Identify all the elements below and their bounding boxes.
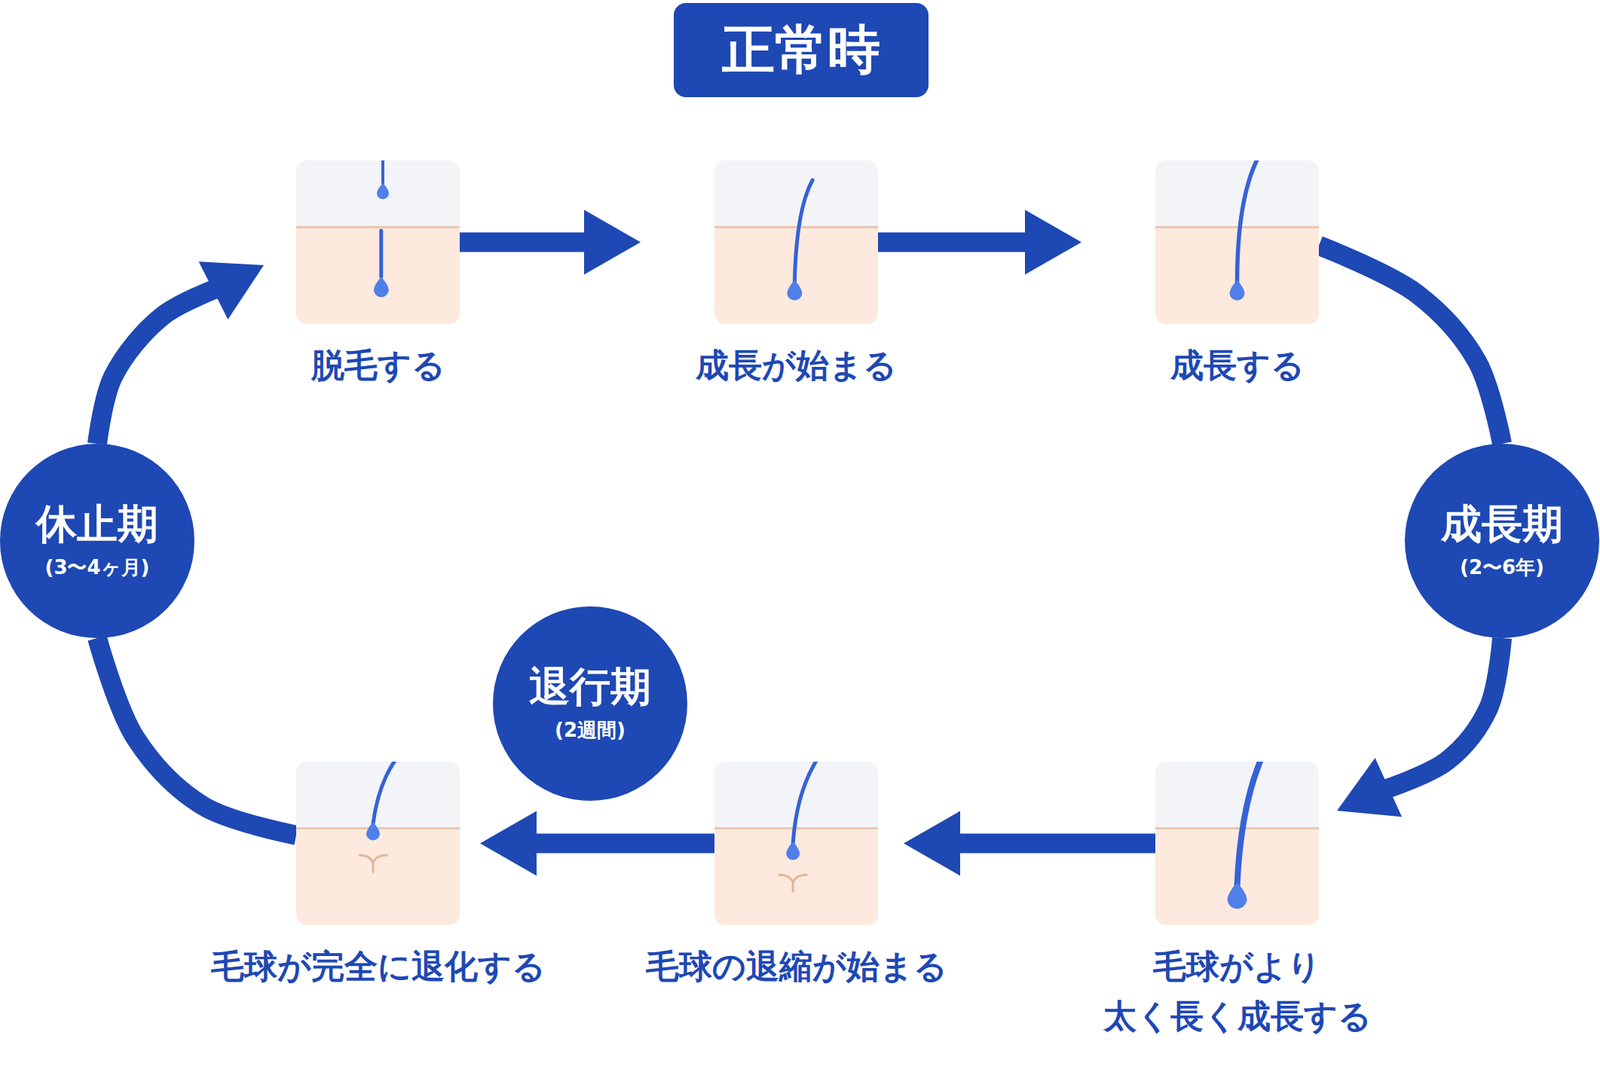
- dermal-papilla: [359, 855, 387, 872]
- arrow-head: [903, 811, 961, 877]
- arrow-head: [584, 210, 641, 276]
- caption: 脱毛する: [152, 340, 605, 391]
- caption: 成長が始まる: [570, 340, 1023, 391]
- hair-shaft: [794, 180, 813, 284]
- caption: 毛球がより 太く長く成長する: [1079, 942, 1396, 1042]
- phase-name: 休止期: [36, 500, 159, 550]
- hair-shaft: [379, 230, 383, 277]
- stage-label: 成長する: [1011, 340, 1464, 391]
- stage-label: 成長が始まる: [570, 340, 1023, 391]
- hair-illustration: [714, 761, 879, 926]
- hair-illustration: [1155, 160, 1319, 325]
- hair-illustration: [296, 160, 460, 325]
- hair-bulb: [1227, 882, 1248, 909]
- stage-label: 毛球が完全に退化する: [152, 942, 605, 992]
- cycle-arrow: [97, 261, 264, 444]
- stage-box: 毛球の退縮が始まる: [714, 761, 879, 926]
- stage-label: 毛球の退縮が始まる: [570, 942, 1023, 992]
- hair-shaft: [1237, 160, 1258, 284]
- hair-shaft: [1237, 761, 1261, 887]
- cycle-arrow: [1336, 638, 1503, 817]
- phase-circle: 成長期 (2〜6年): [1404, 443, 1600, 639]
- hair-bulb: [1229, 280, 1246, 301]
- stage-box: 脱毛する: [296, 160, 460, 325]
- arrow-shaft: [528, 834, 715, 854]
- phase-circle: 休止期 (3〜4ヶ月): [0, 443, 195, 639]
- hair-bulb: [376, 183, 389, 200]
- stage-label: 脱毛する: [152, 340, 605, 391]
- arrow-head: [1336, 758, 1402, 817]
- cycle-arrow: [878, 210, 1082, 276]
- stage-box: 成長が始まる: [714, 160, 879, 325]
- hair-bulb: [786, 280, 802, 301]
- title: 正常時: [721, 15, 881, 86]
- stage-box: 毛球が完全に退化する: [296, 761, 460, 926]
- phase-duration: (3〜4ヶ月): [45, 553, 150, 582]
- cycle-arrow: [1318, 245, 1503, 444]
- stage-box: 毛球がより 太く長く成長する: [1155, 761, 1319, 926]
- phase-duration: (2週間): [554, 716, 626, 744]
- stage-label: 毛球がより 太く長く成長する: [1079, 942, 1396, 1042]
- phase-name: 退行期: [529, 663, 652, 713]
- hair-illustration: [714, 160, 879, 325]
- arrow-head: [1024, 210, 1082, 276]
- caption: 成長する: [1011, 340, 1464, 391]
- arrow-shaft: [951, 834, 1156, 854]
- hair-illustration: [1155, 761, 1319, 926]
- arrow-shaft: [1318, 245, 1503, 444]
- phase-name: 成長期: [1440, 500, 1564, 550]
- arrow-head: [480, 811, 537, 877]
- hair-bulb: [786, 841, 800, 860]
- cycle-arrow: [459, 210, 641, 276]
- hair-illustration: [296, 761, 460, 926]
- phase-duration: (2〜6年): [1459, 553, 1545, 582]
- dermal-papilla: [779, 874, 807, 892]
- arrow-shaft: [1380, 638, 1503, 792]
- stage-box: 成長する: [1155, 160, 1319, 325]
- hair-bulb: [366, 822, 380, 841]
- caption: 毛球が完全に退化する: [152, 942, 605, 992]
- arrow-shaft: [459, 232, 593, 253]
- phase-circle: 退行期 (2週間): [492, 606, 688, 802]
- arrow-shaft: [878, 232, 1034, 253]
- arrow-shaft: [97, 287, 221, 444]
- cycle-arrow: [97, 638, 297, 836]
- arrow-shaft: [97, 638, 297, 836]
- cycle-arrow: [480, 811, 715, 877]
- hair-shaft: [792, 761, 816, 845]
- cycle-arrow: [903, 811, 1156, 877]
- hair-bulb: [373, 276, 389, 297]
- arrow-head: [198, 261, 264, 320]
- hair-shaft: [381, 160, 385, 184]
- title-box: 正常時: [673, 3, 929, 98]
- hair-shaft: [373, 761, 395, 825]
- caption: 毛球の退縮が始まる: [570, 942, 1023, 992]
